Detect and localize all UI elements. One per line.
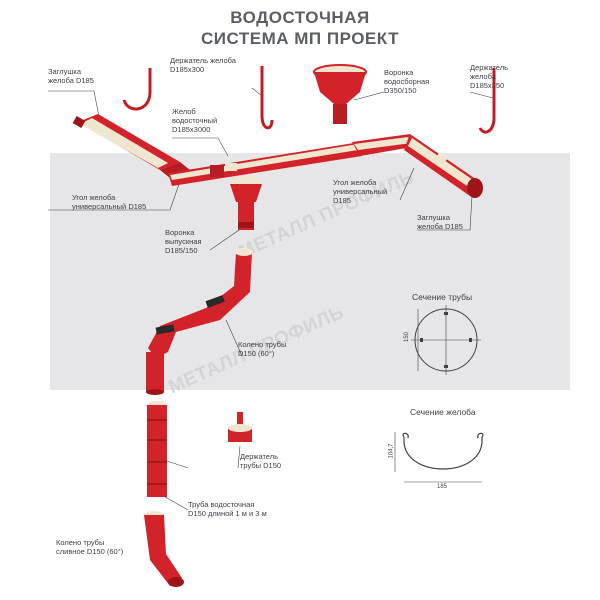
gutter-run-left [72,114,362,186]
pipe-section-dim: 150 [404,331,411,343]
gutter-section-width: 185 [437,484,448,490]
downpipe [147,401,167,497]
drain-bend [144,511,184,587]
title-line-1: ВОДОСТОЧНАЯ [230,8,370,27]
background-band [50,153,570,390]
pipe-bend-assembly [146,248,253,395]
funnel-collector [313,64,367,124]
gutter-holders [122,66,496,134]
pipe-holder [228,412,252,442]
pipe-section-title: Сечение трубы [412,292,473,302]
leader-lines [48,87,494,511]
gutter-run-right [352,134,483,198]
gutter-section-title: Сечение желоба [410,407,476,417]
gutter-section-height: 104,7 [388,443,395,459]
gutter-section-drawing [394,432,484,483]
funnel-outlet [230,176,262,230]
title-line-2: СИСТЕМА МП ПРОЕКТ [201,29,399,48]
pipe-section-drawing [411,305,481,375]
